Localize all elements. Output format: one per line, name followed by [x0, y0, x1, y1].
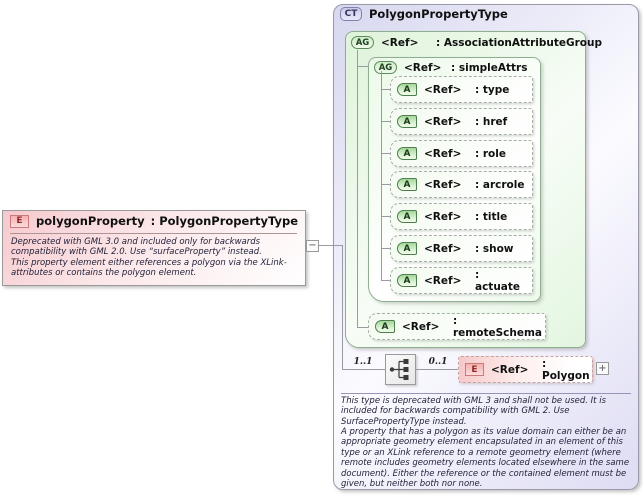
connector-line — [357, 50, 358, 327]
ref-keyword: <Ref> — [491, 363, 529, 376]
attribute-group-name: : AssociationAttributeGroup — [436, 36, 602, 49]
ref-keyword: <Ref> — [424, 147, 462, 160]
element-cardinality: 0..1 — [428, 357, 448, 367]
attribute-name: : show — [475, 242, 514, 255]
complex-type-title: PolygonPropertyType — [369, 7, 508, 21]
connector-line — [381, 280, 391, 281]
attribute-name: : arcrole — [475, 178, 525, 191]
connector-line — [305, 245, 342, 246]
element-name: polygonProperty — [36, 214, 145, 228]
connector-line — [381, 153, 391, 154]
ref-keyword: <Ref> — [424, 274, 462, 287]
attribute-name: : title — [475, 210, 508, 223]
attribute-icon: A — [397, 83, 417, 96]
polygon-element-ref-box[interactable]: E <Ref> : Polygon — [458, 356, 593, 383]
attribute-row[interactable]: A <Ref> : title — [390, 203, 533, 230]
connector-line — [342, 245, 343, 370]
sequence-compositor-box — [385, 354, 416, 385]
attribute-row[interactable]: A <Ref> : role — [390, 140, 533, 167]
ref-keyword: <Ref> — [404, 61, 442, 74]
connector-line — [381, 71, 382, 281]
attribute-icon: A — [397, 274, 417, 287]
element-annotation: Deprecated with GML 3.0 and included onl… — [11, 237, 287, 279]
attribute-name: : type — [475, 83, 510, 96]
attribute-icon: A — [397, 242, 417, 255]
ref-keyword: <Ref> — [424, 210, 462, 223]
sequence-icon — [389, 359, 409, 380]
connector-line — [342, 369, 385, 370]
element-icon: E — [465, 363, 484, 376]
type-annotation: This type is deprecated with GML 3 and s… — [341, 396, 630, 489]
ref-keyword: <Ref> — [424, 178, 462, 191]
attribute-group-icon: AG — [374, 61, 397, 74]
attribute-icon: A — [397, 147, 417, 160]
attribute-icon: A — [397, 115, 417, 128]
connector-line — [381, 89, 391, 90]
divider — [10, 233, 297, 234]
attribute-icon: A — [397, 178, 417, 191]
attribute-name: : remoteSchema — [453, 314, 543, 339]
attribute-group-icon: AG — [351, 36, 374, 49]
attribute-row[interactable]: A <Ref> : arcrole — [390, 171, 533, 198]
element-type: : PolygonPropertyType — [150, 214, 298, 228]
attribute-row-remote-schema[interactable]: A <Ref> : remoteSchema — [368, 313, 546, 340]
ref-keyword: <Ref> — [402, 320, 440, 333]
ref-keyword: <Ref> — [424, 242, 462, 255]
attribute-name: : actuate — [475, 268, 521, 293]
complex-type-icon: CT — [340, 7, 362, 21]
connector-line — [381, 184, 391, 185]
attribute-name: : role — [475, 147, 506, 160]
connector-line — [416, 369, 458, 370]
connector-line — [357, 327, 368, 328]
collapse-button[interactable]: − — [306, 240, 319, 252]
polygon-element-name: : Polygon — [542, 357, 590, 382]
element-header[interactable]: E polygonProperty : PolygonPropertyType — [10, 214, 298, 228]
sequence-cardinality: 1..1 — [353, 357, 373, 367]
divider — [341, 393, 631, 394]
attribute-row[interactable]: A <Ref> : type — [390, 76, 533, 103]
ref-keyword: <Ref> — [381, 36, 419, 49]
attribute-group-header[interactable]: AG <Ref> : AssociationAttributeGroup — [351, 36, 602, 49]
ref-keyword: <Ref> — [424, 83, 462, 96]
connector-line — [357, 66, 368, 67]
element-box — [2, 210, 306, 286]
simple-attrs-name: : simpleAttrs — [451, 61, 528, 74]
element-icon: E — [10, 214, 29, 228]
attribute-icon: A — [397, 210, 417, 223]
connector-line — [381, 248, 391, 249]
connector-line — [381, 121, 391, 122]
attribute-icon: A — [375, 320, 395, 333]
ref-keyword: <Ref> — [424, 115, 462, 128]
simple-attrs-header[interactable]: AG <Ref> : simpleAttrs — [374, 61, 527, 74]
attribute-name: : href — [475, 115, 508, 128]
attribute-row[interactable]: A <Ref> : show — [390, 235, 533, 262]
complex-type-header[interactable]: CT PolygonPropertyType — [340, 7, 508, 21]
attribute-row[interactable]: A <Ref> : href — [390, 108, 533, 135]
expand-button[interactable]: + — [596, 362, 609, 375]
attribute-row[interactable]: A <Ref> : actuate — [390, 267, 533, 294]
connector-line — [381, 216, 391, 217]
